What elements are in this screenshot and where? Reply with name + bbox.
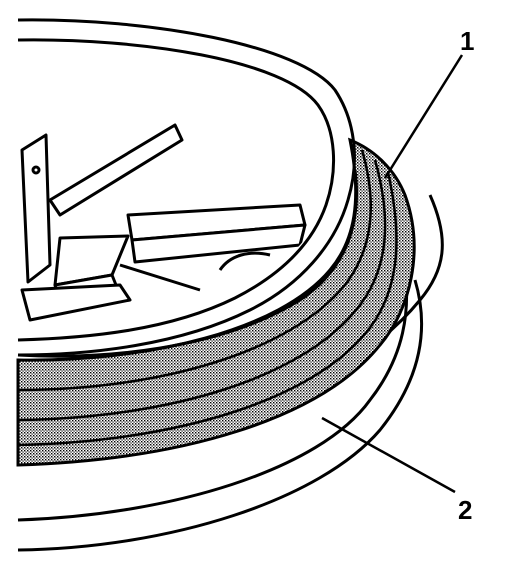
leader-lines: [321, 54, 464, 494]
callout-1: 1: [460, 26, 474, 56]
gasket-seal: [16, 137, 416, 467]
callout-2: 2: [458, 495, 472, 525]
interior-framework: [20, 123, 307, 322]
leader-line-2: [321, 416, 456, 494]
leader-line-1: [383, 54, 464, 179]
bowl-rim: [17, 18, 359, 358]
